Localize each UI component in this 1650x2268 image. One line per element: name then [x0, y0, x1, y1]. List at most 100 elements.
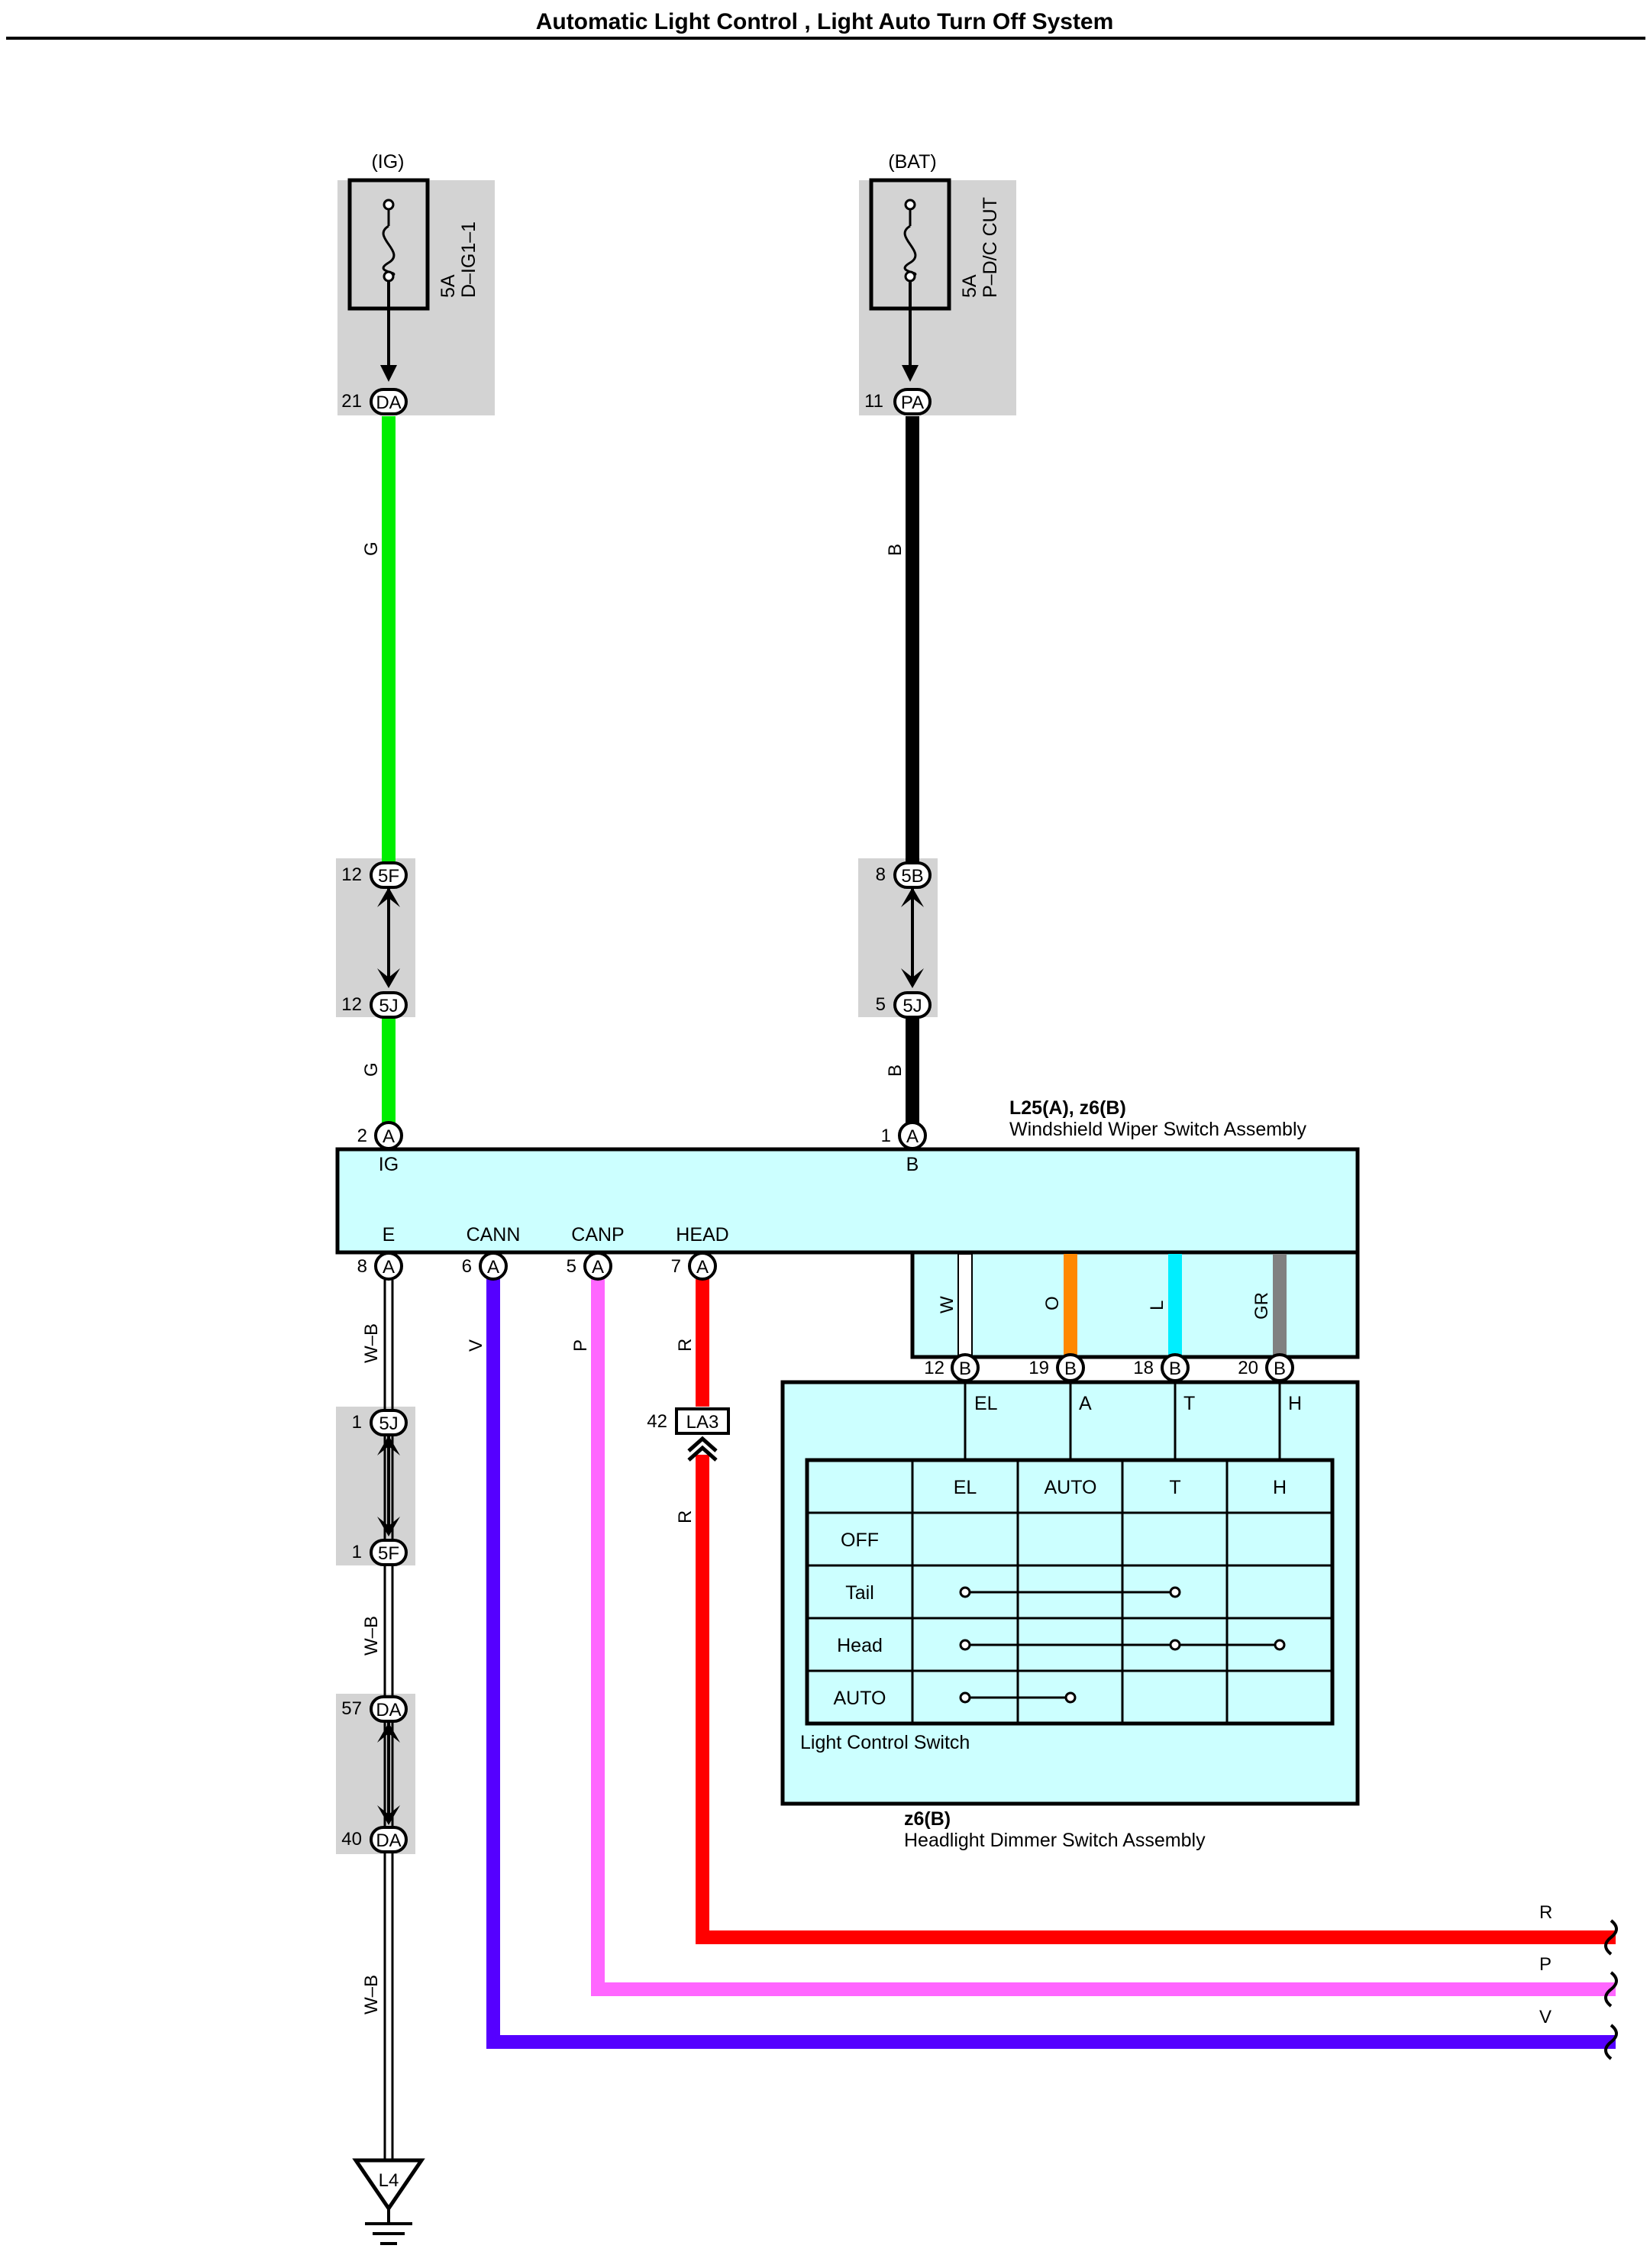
- table-row-tail: Tail: [845, 1582, 874, 1604]
- svg-text:1: 1: [352, 1542, 362, 1562]
- wire-label-wb-2: W–B: [361, 1616, 382, 1656]
- dimmer-terminal-h: H: [1288, 1393, 1302, 1414]
- svg-text:5: 5: [567, 1256, 576, 1277]
- connector-DA-40: 40 DA: [341, 1826, 408, 1853]
- wire-label-r-upper: R: [675, 1339, 696, 1352]
- svg-text:PA: PA: [901, 393, 924, 413]
- pin-wiper-1A: 1 A B: [881, 1121, 927, 1175]
- svg-text:42: 42: [647, 1411, 667, 1432]
- ground-label: L4: [379, 2170, 399, 2191]
- fuse-ig-name: D–IG1–1: [458, 221, 480, 298]
- wire-label-p: P: [570, 1339, 591, 1352]
- fuse-ig-rating: 5A: [438, 274, 459, 298]
- fuse-bat-rating: 5A: [959, 274, 980, 298]
- svg-text:5F: 5F: [378, 866, 399, 887]
- connector-5J-12: 12 5J: [341, 991, 408, 1019]
- table-col-el: EL: [954, 1477, 977, 1498]
- connector-PA-11: 11 PA: [864, 388, 932, 415]
- junction-arrows-right: [901, 886, 924, 988]
- svg-text:DA: DA: [376, 393, 401, 413]
- dimmer-terminal-t: T: [1183, 1393, 1195, 1414]
- svg-text:5J: 5J: [379, 1413, 398, 1434]
- svg-text:1: 1: [352, 1412, 362, 1433]
- pin-wiper-7A: 7 A: [671, 1252, 717, 1281]
- wire-label-wb-1: W–B: [361, 1323, 382, 1363]
- svg-text:LA3: LA3: [686, 1412, 719, 1433]
- wiper-switch-name: Windshield Wiper Switch Assembly: [1009, 1119, 1307, 1140]
- svg-text:5B: 5B: [901, 866, 923, 887]
- connector-DA-21: 21 DA: [341, 388, 408, 415]
- wire-label-v: V: [466, 1339, 486, 1352]
- svg-text:DA: DA: [376, 1830, 401, 1851]
- continuity-head: [959, 1639, 1286, 1651]
- exit-mark-p: [1604, 1971, 1618, 2008]
- fuse-bat-name: P–D/C CUT: [980, 197, 1001, 298]
- wire-v: [486, 1277, 1616, 2049]
- light-control-table: EL AUTO T H OFF Tail Head AUTO: [805, 1458, 1335, 1726]
- inner-label-o: O: [1042, 1296, 1063, 1310]
- table-col-h: H: [1273, 1477, 1287, 1498]
- svg-text:A: A: [696, 1257, 709, 1278]
- wiper-switch-box: [335, 1147, 1360, 1255]
- connector-DA-57: 57 DA: [341, 1695, 408, 1723]
- svg-text:A: A: [592, 1257, 604, 1278]
- pin-dimmer-18B: 18 B: [1133, 1353, 1190, 1382]
- connector-5F-12: 12 5F: [341, 861, 408, 889]
- wire-label-wb-3: W–B: [361, 1975, 382, 2014]
- terminal-HEAD: HEAD: [676, 1224, 728, 1245]
- svg-text:12: 12: [341, 864, 362, 885]
- exit-label-v: V: [1539, 2007, 1552, 2027]
- svg-text:7: 7: [671, 1256, 681, 1277]
- wiper-switch-code: L25(A), z6(B): [1009, 1097, 1126, 1119]
- pin-wiper-2A: 2 A IG: [357, 1121, 403, 1175]
- svg-text:8: 8: [876, 864, 886, 885]
- terminal-CANP: CANP: [571, 1224, 624, 1245]
- pin-wiper-5A: 5 A: [567, 1252, 612, 1281]
- dimmer-terminal-el: EL: [974, 1393, 998, 1414]
- fuse-ig: (IG) 5A D–IG1–1: [337, 151, 495, 415]
- svg-text:11: 11: [864, 391, 883, 412]
- exit-mark-r: [1604, 1919, 1618, 1956]
- table-row-head: Head: [837, 1635, 883, 1656]
- pin-wiper-8A: 8 A: [357, 1252, 403, 1281]
- table-col-t: T: [1169, 1477, 1180, 1498]
- ground-icon: L4: [352, 2158, 425, 2245]
- svg-text:12: 12: [341, 994, 362, 1015]
- table-row-off: OFF: [841, 1530, 879, 1551]
- connector-5J-1: 1 5J: [352, 1409, 408, 1436]
- wire-label-r-lower: R: [675, 1510, 696, 1523]
- svg-text:B: B: [906, 1154, 919, 1175]
- connector-LA3-42: 42 LA3: [647, 1407, 730, 1462]
- svg-text:5F: 5F: [378, 1543, 399, 1564]
- svg-text:8: 8: [357, 1256, 367, 1277]
- fuse-bat-power: (BAT): [888, 151, 936, 173]
- continuity-auto: [959, 1691, 1077, 1704]
- svg-text:A: A: [906, 1126, 919, 1147]
- inner-label-gr: GR: [1251, 1292, 1272, 1320]
- fuse-ig-power: (IG): [371, 151, 404, 173]
- exit-mark-v: [1604, 2024, 1618, 2060]
- svg-text:1: 1: [881, 1126, 891, 1146]
- terminal-E: E: [383, 1224, 396, 1245]
- dimmer-terminal-a: A: [1079, 1393, 1092, 1414]
- svg-text:B: B: [959, 1359, 971, 1379]
- inner-label-l: L: [1147, 1300, 1167, 1310]
- svg-text:5J: 5J: [902, 996, 922, 1016]
- svg-text:A: A: [383, 1126, 395, 1147]
- svg-text:21: 21: [341, 391, 362, 412]
- connector-5B-8: 8 5B: [876, 861, 932, 889]
- wire-label-g-lower: G: [361, 1062, 382, 1077]
- inner-wire-l: [1168, 1254, 1182, 1357]
- svg-text:19: 19: [1028, 1358, 1049, 1378]
- junction-arrows-ground-1: [377, 1436, 400, 1536]
- connector-5F-1: 1 5F: [352, 1539, 408, 1566]
- svg-text:6: 6: [462, 1256, 472, 1277]
- terminal-CANN: CANN: [467, 1224, 521, 1245]
- svg-text:A: A: [383, 1257, 395, 1278]
- wire-p: [591, 1277, 1616, 1996]
- wire-r-lower: [696, 1455, 1616, 1944]
- svg-text:DA: DA: [376, 1700, 401, 1720]
- inner-wire-gr: [1273, 1254, 1287, 1357]
- wire-label-g-upper: G: [361, 541, 382, 556]
